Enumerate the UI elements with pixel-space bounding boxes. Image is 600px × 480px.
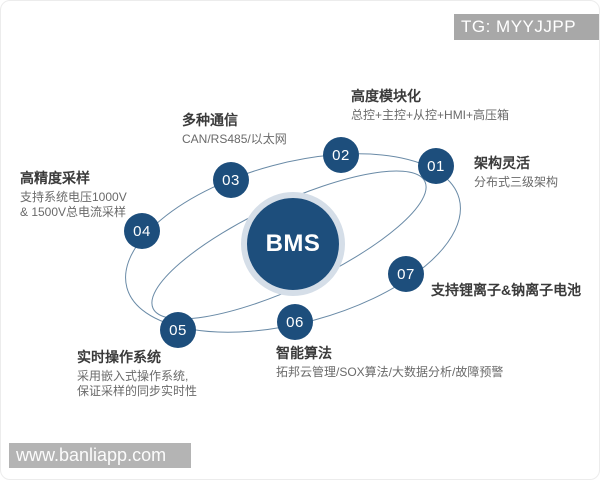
feature-subtitle: 拓邦云管理/SOX算法/大数据分析/故障预警 [276, 365, 504, 379]
node-02: 02 [323, 137, 359, 173]
feature-label-algorithm: 智能算法 拓邦云管理/SOX算法/大数据分析/故障预警 [276, 344, 503, 380]
tg-watermark-text: TG: MYYJJPP [461, 17, 577, 36]
feature-title: 高度模块化 [351, 88, 421, 104]
node-03: 03 [213, 162, 249, 198]
node-04: 04 [124, 213, 160, 249]
node-04-number: 04 [133, 222, 151, 240]
feature-subtitle: 总控+主控+从控+HMI+高压箱 [351, 108, 510, 122]
tg-watermark-badge: TG: MYYJJPP [454, 14, 599, 40]
feature-title: 实时操作系统 [77, 349, 161, 365]
feature-label-rtos: 实时操作系统 采用嵌入式操作系统, 保证采样的同步实时性 [77, 348, 197, 399]
feature-label-sampling: 高精度采样 支持系统电压1000V & 1500V总电流采样 [20, 169, 127, 220]
node-03-number: 03 [222, 171, 240, 189]
feature-label-modularity: 高度模块化 总控+主控+从控+HMI+高压箱 [351, 87, 509, 123]
feature-title: 支持锂离子&钠离子电池 [431, 282, 582, 298]
feature-title: 智能算法 [276, 345, 332, 361]
feature-subtitle: 采用嵌入式操作系统, [77, 369, 189, 383]
bms-center-circle: BMS [241, 192, 345, 296]
orbit-ellipse-outer [125, 153, 461, 333]
node-06: 06 [277, 304, 313, 340]
node-01-number: 01 [427, 157, 445, 175]
feature-label-battery-support: 支持锂离子&钠离子电池 [431, 281, 581, 299]
bms-label: BMS [265, 230, 321, 257]
feature-subtitle: 分布式三级架构 [474, 175, 559, 189]
node-02-number: 02 [332, 146, 350, 164]
node-06-number: 06 [286, 313, 304, 331]
site-watermark-text: www.banliapp.com [16, 445, 167, 465]
feature-label-architecture: 架构灵活 分布式三级架构 [474, 154, 558, 190]
feature-label-communication: 多种通信 CAN/RS485/以太网 [182, 111, 287, 147]
site-watermark-badge: www.banliapp.com [9, 443, 191, 468]
node-05-number: 05 [169, 321, 187, 339]
node-01: 01 [418, 148, 454, 184]
node-07-number: 07 [397, 265, 415, 283]
node-07: 07 [388, 256, 424, 292]
node-05: 05 [160, 312, 196, 348]
feature-title: 架构灵活 [474, 155, 530, 171]
feature-title: 多种通信 [182, 112, 238, 128]
feature-subtitle: 保证采样的同步实时性 [77, 384, 198, 398]
feature-subtitle: CAN/RS485/以太网 [182, 132, 287, 146]
feature-subtitle: & 1500V总电流采样 [20, 205, 127, 219]
feature-subtitle: 支持系统电压1000V [20, 190, 127, 204]
feature-title: 高精度采样 [20, 170, 90, 186]
